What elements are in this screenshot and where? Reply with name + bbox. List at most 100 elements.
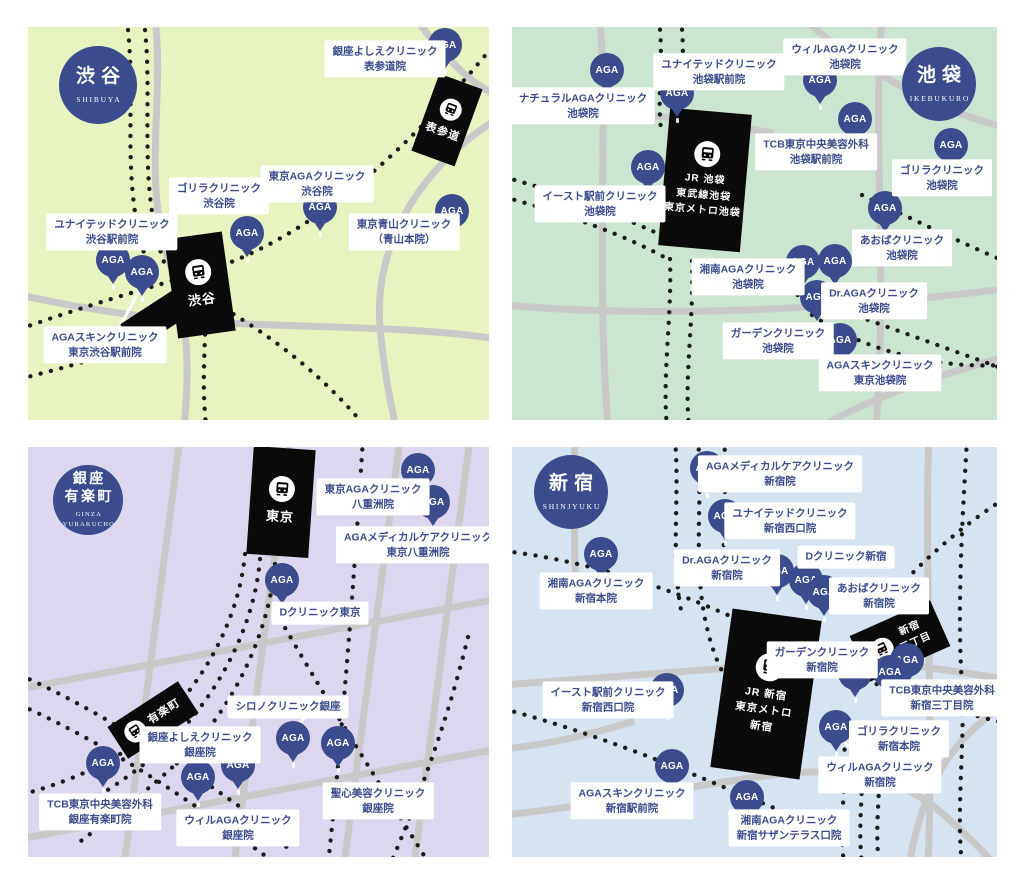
clinic-label-line: 湘南AGAクリニック	[699, 263, 797, 276]
pin-aga-badge: AGA	[868, 191, 902, 225]
station-name: 有楽町	[145, 695, 184, 729]
clinic-label-line: 新宿西口院	[581, 701, 635, 713]
pin-pointer	[276, 595, 288, 604]
station-name-line: 有楽町	[146, 697, 183, 727]
clinic-label-line: TCB東京中央美容外科	[889, 684, 995, 697]
clinic-label-line: （青山本院）	[372, 233, 436, 245]
railway-dotted-path	[957, 447, 969, 857]
clinic-label-line: 池袋院	[584, 205, 616, 217]
clinic-map-pin: AGA	[265, 563, 299, 610]
pin-pointer	[314, 222, 326, 231]
pin-pointer	[232, 780, 244, 789]
clinic-label: 東京AGAクリニック渋谷院	[260, 165, 374, 203]
clinic-label-line: 新宿西口院	[763, 522, 817, 534]
clinic-label: イースト駅前クリニック池袋院	[534, 185, 666, 223]
clinic-label-line: 新宿院	[711, 569, 743, 581]
pin-ground-tick	[834, 752, 838, 757]
pin-aga-badge: AGA	[631, 150, 665, 184]
clinic-label-line: 銀座院	[222, 829, 254, 841]
clinic-label-line: 東京AGAクリニック	[324, 483, 422, 496]
clinic-label: ナチュラルAGAクリニック池袋院	[512, 87, 656, 125]
clinic-label-line: 銀座有楽町院	[68, 813, 132, 825]
pin-aga-badge: AGA	[86, 746, 120, 780]
pin-pointer	[811, 312, 823, 321]
railway-dotted-path	[28, 47, 489, 329]
clinic-label: AGAスキンクリニック東京池袋院	[818, 354, 942, 392]
train-icon-glyph	[875, 641, 889, 656]
clinic-label-line: 池袋院	[762, 342, 794, 354]
area-name-kanji: 新宿	[543, 472, 599, 497]
clinic-label-line: 新宿院	[764, 475, 796, 487]
clinic-label-line: ウィルAGAクリニック	[184, 814, 292, 827]
clinic-label-line: ユナイテッドクリニック	[54, 218, 170, 231]
clinic-label: Dクリニック東京	[271, 601, 369, 625]
clinic-label-line: 東京青山クリニック	[356, 218, 452, 231]
clinic-label-line: 銀座院	[184, 746, 216, 758]
area-name-kanji-line: 渋谷	[75, 66, 126, 88]
clinic-label-line: ウィルAGAクリニック	[791, 43, 899, 56]
clinic-map-pin: AGA	[868, 191, 902, 238]
pin-aga-badge: AGA	[838, 102, 872, 136]
clinic-label: ガーデンクリニック新宿院	[766, 641, 878, 679]
clinic-label: TCB東京中央美容外科池袋駅前院	[755, 133, 877, 171]
pin-ground-tick	[818, 105, 822, 110]
clinic-map-pin: AGA	[590, 53, 624, 100]
clinic-label-line: 湘南AGAクリニック	[740, 814, 838, 827]
clinic-label: 東京AGAクリニック八重洲院	[316, 478, 430, 516]
pin-ground-tick	[336, 768, 340, 773]
train-icon	[867, 634, 897, 664]
clinic-label: 湘南AGAクリニック新宿本院	[539, 572, 653, 610]
area-name-kanji-line: 新宿	[548, 473, 599, 495]
clinic-label: AGAメディカルケアクリニック東京八重洲院	[335, 526, 489, 564]
pin-ground-tick	[245, 258, 249, 263]
station-name-line: 表参道	[423, 120, 462, 144]
area-name-romaji-line: GINZA	[75, 510, 102, 518]
pin-aga-badge: AGA	[276, 721, 310, 755]
clinic-label: あおばクリニック新宿院	[829, 577, 929, 615]
pin-aga-badge: AGA	[125, 255, 159, 289]
clinic-label-line: 東京八重洲院	[386, 546, 450, 558]
pin-pointer	[814, 95, 826, 104]
road-path	[512, 286, 997, 316]
railway-dotted-path	[28, 551, 248, 796]
clinic-label-line: 池袋駅前院	[692, 73, 746, 85]
area-name-romaji: IKEBUKURO	[908, 93, 970, 104]
clinic-map-pin: AGA	[125, 255, 159, 302]
road-path	[512, 717, 636, 752]
clinic-label: 湘南AGAクリニック池袋院	[691, 258, 805, 296]
clinic-label-line: ゴリラクリニック	[857, 725, 941, 738]
clinic-label-line: 新宿駅前院	[605, 802, 659, 814]
clinic-label-line: あおばクリニック	[837, 582, 921, 595]
station-ginza-0: 東京	[246, 447, 316, 559]
clinic-label-line: 渋谷院	[301, 185, 333, 197]
clinic-label: ゴリラクリニック渋谷院	[169, 177, 269, 215]
station-ikebukuro-0: JR 池袋東武線池袋東京メトロ池袋	[658, 107, 752, 253]
clinic-label: 銀座よしえクリニック表参道院	[324, 40, 446, 78]
clinic-label-line: イースト駅前クリニック	[550, 686, 666, 699]
pin-pointer	[829, 276, 841, 285]
railway-dotted-path	[875, 740, 882, 857]
railway-dotted-path	[391, 634, 471, 857]
clinic-label-line: AGAメディカルケアクリニック	[705, 460, 855, 473]
pin-ground-tick	[775, 596, 779, 601]
pin-ground-tick	[111, 285, 115, 290]
clinic-label: ユナイテッドクリニック新宿西口院	[724, 502, 856, 540]
train-icon-glyph	[444, 102, 458, 116]
clinic-map-pin: AGA	[321, 726, 355, 773]
clinic-label-line: 池袋駅前院	[789, 153, 843, 165]
clinic-label: ゴリラクリニック新宿本院	[849, 720, 949, 758]
pin-aga-badge: AGA	[818, 244, 852, 278]
road-path	[417, 27, 489, 96]
clinic-label: 聖心美容クリニック銀座院	[322, 782, 434, 820]
pin-aga-badge: AGA	[590, 53, 624, 87]
station-shinjuku-1: 新宿三丁目	[849, 600, 951, 682]
pin-ground-tick	[723, 541, 727, 546]
clinic-label: 湘南AGAクリニック新宿サザンテラス口院	[728, 809, 850, 847]
clinic-label-line: 東京渋谷駅前院	[68, 346, 142, 358]
pin-pointer	[849, 688, 861, 697]
clinic-label-line: 新宿本院	[575, 592, 617, 604]
pin-pointer	[818, 607, 830, 616]
